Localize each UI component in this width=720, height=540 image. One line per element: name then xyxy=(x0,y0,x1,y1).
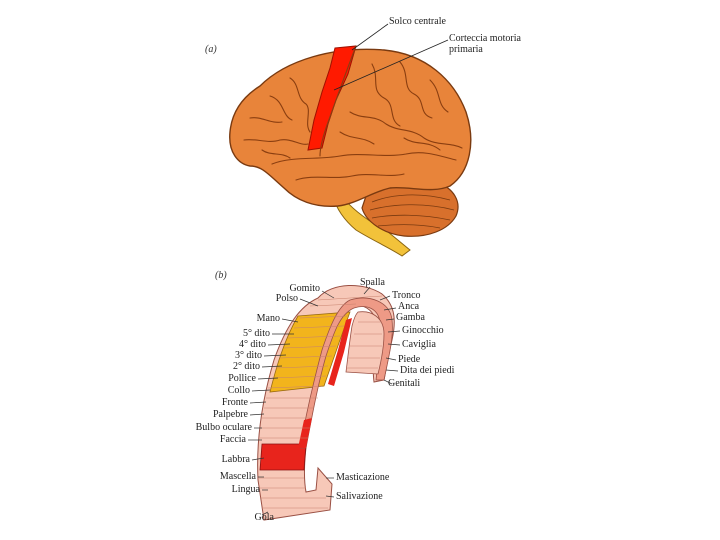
motor-homunculus-section xyxy=(248,284,401,521)
central-sulcus-label: Solco centrale xyxy=(389,16,446,27)
label-trunk: Tronco xyxy=(392,290,421,301)
central-sulcus-leader xyxy=(351,23,389,51)
label-genitals: Genitali xyxy=(388,378,421,389)
cerebrum xyxy=(229,48,472,207)
panel-b-tag: (b) xyxy=(215,270,227,281)
label-face: Faccia xyxy=(219,434,246,445)
label-hip: Anca xyxy=(398,301,420,312)
left-label-leaders xyxy=(248,290,335,516)
label-finger-2: 2° dito xyxy=(232,361,260,372)
motor-cortex-leader xyxy=(333,39,449,91)
primary-motor-cortex-strip xyxy=(307,45,357,151)
label-eyeball: Bulbo oculare xyxy=(195,422,252,433)
label-lips: Labbra xyxy=(221,454,250,465)
motor-cortex-label-line1: Corteccia motoria xyxy=(449,33,521,44)
label-finger-5: 5° dito xyxy=(242,328,270,339)
label-finger-3: 3° dito xyxy=(234,350,262,361)
label-wrist: Polso xyxy=(275,293,298,304)
label-finger-4: 4° dito xyxy=(238,339,266,350)
cortex-inner-rim xyxy=(299,297,393,449)
homunculus-hatching xyxy=(258,295,383,509)
motor-accent-upper xyxy=(328,318,352,386)
cerebral-gyri xyxy=(243,45,463,181)
label-elbow: Gomito xyxy=(289,283,320,294)
motor-accent-lower xyxy=(298,418,312,448)
label-tongue: Lingua xyxy=(231,484,260,495)
cerebellum-folds xyxy=(369,194,455,229)
label-forehead: Fronte xyxy=(221,397,248,408)
label-ankle: Caviglia xyxy=(402,339,436,350)
right-label-leaders xyxy=(325,286,401,498)
motor-cortex-label-line2: primaria xyxy=(449,44,483,55)
brain-illustration xyxy=(229,23,472,257)
label-neck: Collo xyxy=(227,385,250,396)
label-leg: Gamba xyxy=(396,312,425,323)
label-shoulder: Spalla xyxy=(360,277,385,288)
label-jaw: Mascella xyxy=(219,471,256,482)
leg-region xyxy=(345,311,385,375)
label-chewing: Masticazione xyxy=(336,472,390,483)
lips-region xyxy=(259,443,307,471)
panel-a-tag: (a) xyxy=(205,44,217,55)
label-toes: Dita dei piedi xyxy=(400,365,455,376)
label-knee: Ginocchio xyxy=(402,325,444,336)
label-hand: Mano xyxy=(256,313,280,324)
label-thumb: Pollice xyxy=(228,373,256,384)
label-salivation: Salivazione xyxy=(336,491,383,502)
label-throat: Gola xyxy=(254,512,274,523)
label-foot: Piede xyxy=(398,354,421,365)
label-eyelids: Palpebre xyxy=(213,409,248,420)
